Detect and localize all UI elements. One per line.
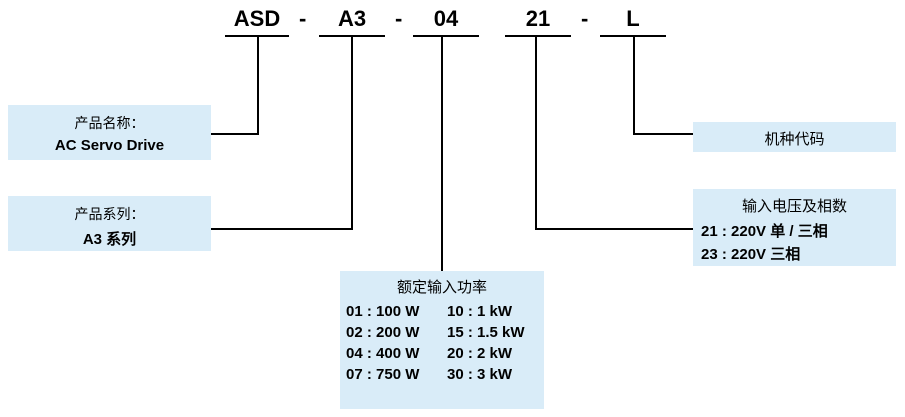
code-separator: - (581, 6, 589, 31)
power-code: 10 : 1 kW (447, 303, 513, 320)
connector-line (257, 36, 259, 135)
power-code: 04 : 400 W (346, 345, 420, 362)
product-name-value: AC Servo Drive (54, 137, 165, 154)
model-type-box: 机种代码 (693, 122, 896, 152)
connector-line (441, 36, 443, 271)
power-code: 02 : 200 W (346, 324, 420, 341)
model-type-label: 机种代码 (764, 130, 825, 148)
code-power: 04 (433, 6, 459, 31)
input-voltage-title: 输入电压及相数 (741, 197, 847, 215)
connector-line (211, 228, 353, 230)
connector-line (535, 228, 693, 230)
rated-power-box: 额定输入功率 01 : 100 W 10 : 1 kW 02 : 200 W 1… (340, 271, 544, 409)
code-series: A3 (337, 6, 367, 31)
input-voltage-option: 23 : 220V 三相 (701, 246, 801, 263)
code-underline (413, 35, 479, 37)
power-code: 07 : 750 W (346, 366, 420, 383)
input-voltage-option: 21 : 220V 单 / 三相 (701, 223, 828, 240)
product-name-label: 产品名称： (74, 116, 145, 132)
connector-line (633, 36, 635, 135)
table-row: 04 : 400 W 20 : 2 kW (346, 343, 547, 364)
product-series-label: 产品系列： (74, 207, 145, 223)
code-product-name: ASD (233, 6, 281, 31)
rated-power-table: 01 : 100 W 10 : 1 kW 02 : 200 W 15 : 1.5… (346, 301, 547, 385)
code-separator: - (395, 6, 403, 31)
code-voltage: 21 (525, 6, 551, 31)
table-row: 01 : 100 W 10 : 1 kW (346, 301, 547, 322)
power-code: 30 : 3 kW (447, 366, 513, 383)
product-name-box: 产品名称： AC Servo Drive (8, 105, 211, 160)
connector-line (351, 36, 353, 230)
code-separator: - (299, 6, 307, 31)
table-row: 07 : 750 W 30 : 3 kW (346, 364, 547, 385)
power-code: 01 : 100 W (346, 303, 420, 320)
rated-power-title: 额定输入功率 (396, 278, 487, 296)
code-underline (505, 35, 571, 37)
code-model-type: L (626, 6, 640, 31)
product-series-box: 产品系列： A3 系列 (8, 196, 211, 251)
connector-line (535, 36, 537, 230)
power-code: 15 : 1.5 kW (447, 324, 525, 341)
connector-line (211, 133, 259, 135)
table-row: 02 : 200 W 15 : 1.5 kW (346, 322, 547, 343)
input-voltage-box: 输入电压及相数 21 : 220V 单 / 三相 23 : 220V 三相 (693, 189, 896, 266)
power-code: 20 : 2 kW (447, 345, 513, 362)
connector-line (633, 133, 693, 135)
product-series-value: A3 系列 (82, 231, 137, 248)
